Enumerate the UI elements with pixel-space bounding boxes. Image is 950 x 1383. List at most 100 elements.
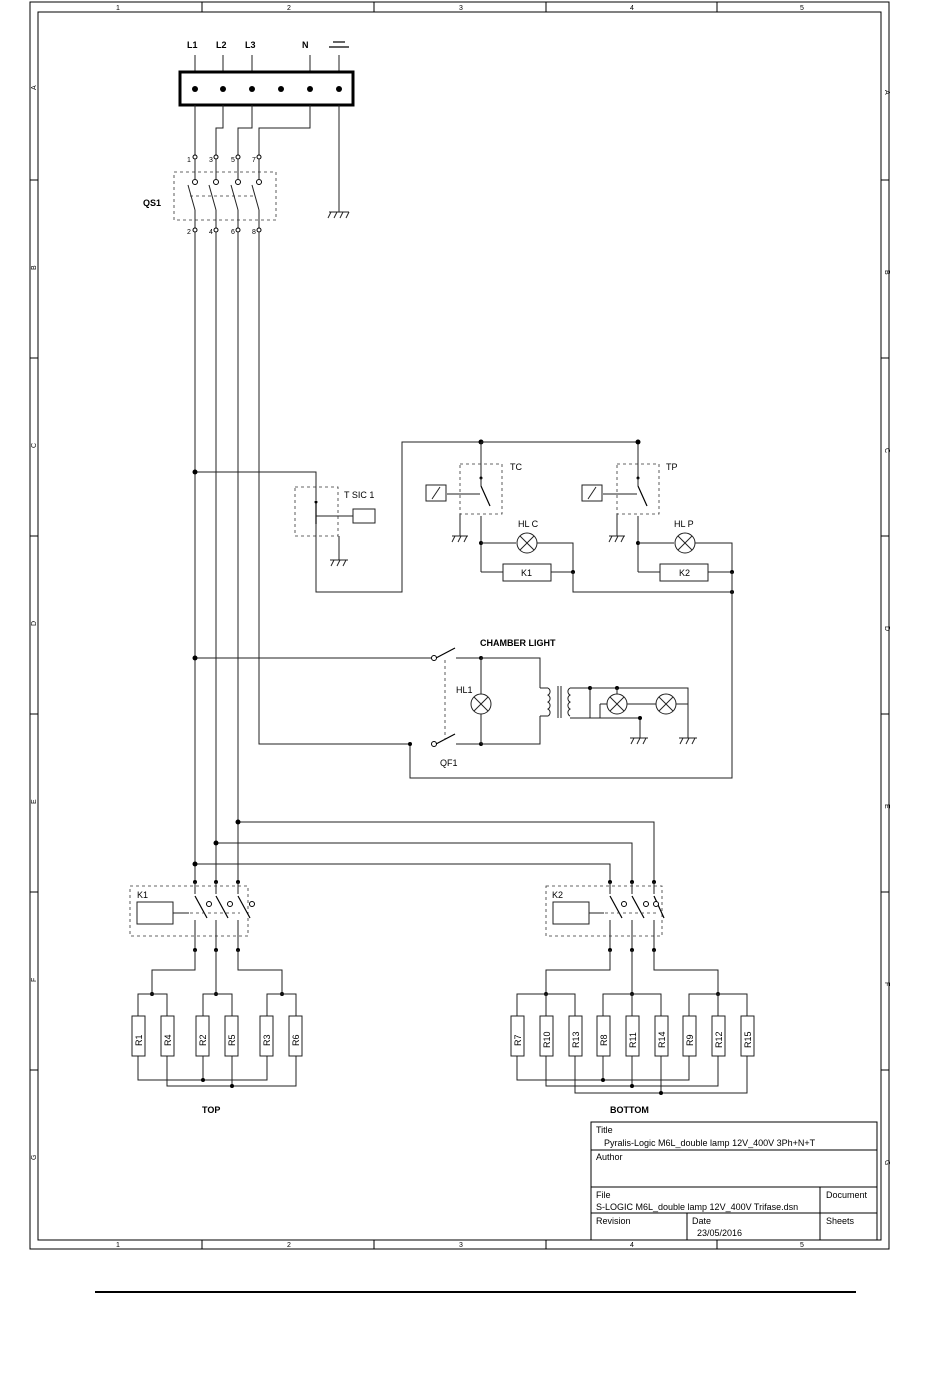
ground-icon [608, 535, 625, 543]
col-label-bottom: 5 [800, 1242, 804, 1249]
sheets-label: Sheets [826, 1216, 855, 1226]
hlp-lamp-icon [674, 532, 696, 554]
supply-terminal-block: L1 L2 L3 N [178, 40, 355, 107]
k2-feeders [192, 819, 655, 882]
k1-label: K1 [137, 890, 148, 900]
ground-icon [330, 559, 348, 567]
hlc-lamp-icon [516, 532, 538, 554]
resistor-label: R2 [198, 1034, 208, 1046]
k1-coil-label: K1 [521, 568, 532, 578]
col-label-top: 4 [630, 5, 634, 12]
pin-label: 7 [252, 157, 256, 164]
terminal-label-l1: L1 [187, 40, 198, 50]
resistor-label: R13 [571, 1031, 581, 1048]
main-buses [194, 232, 410, 882]
ground-icon [451, 535, 468, 543]
k2-contactor: K2 [545, 880, 665, 952]
author-label: Author [596, 1152, 623, 1162]
terminal-label-l3: L3 [245, 40, 256, 50]
k2-coil-label: K2 [679, 568, 690, 578]
hl1-lamp-icon [470, 693, 492, 715]
tp-label: TP [666, 462, 678, 472]
hlp-label: HL P [674, 519, 694, 529]
col-label-top: 3 [459, 5, 463, 12]
resistor-label: R10 [542, 1031, 552, 1048]
ground-icon [630, 737, 648, 745]
pin-label: 1 [187, 157, 191, 164]
date-label: Date [692, 1216, 711, 1226]
col-label-bottom: 4 [630, 1242, 634, 1249]
qs1-label: QS1 [143, 198, 161, 208]
date-value: 23/05/2016 [697, 1228, 742, 1238]
file-value: S-LOGIC M6L_double lamp 12V_400V Trifase… [596, 1202, 798, 1212]
col-label-bottom: 2 [287, 1242, 291, 1249]
col-label-bottom: 1 [116, 1242, 120, 1249]
tsic-label: T SIC 1 [344, 490, 374, 500]
revision-label: Revision [596, 1216, 631, 1226]
row-label-left: D [31, 621, 38, 626]
lamp-icon [655, 693, 677, 715]
title-block: Title Pyralis-Logic M6L_double lamp 12V_… [590, 1121, 878, 1241]
file-label: File [596, 1190, 611, 1200]
resistor-label: R14 [657, 1031, 667, 1048]
resistor-label: R15 [743, 1031, 753, 1048]
bottom-label: BOTTOM [610, 1105, 649, 1115]
top-resistor-bank: R1 R4 R2 R5 R3 R6 TOP [131, 950, 303, 1115]
title-value: Pyralis-Logic M6L_double lamp 12V_400V 3… [604, 1138, 816, 1148]
row-label-right: E [883, 804, 890, 809]
footer-rule [95, 1291, 856, 1293]
title-label: Title [596, 1125, 613, 1135]
resistor-label: R5 [227, 1034, 237, 1046]
earth-icon [329, 41, 349, 48]
k2-label: K2 [552, 890, 563, 900]
row-label-left: F [31, 978, 38, 982]
col-label-bottom: 3 [459, 1242, 463, 1249]
row-label-right: G [883, 1160, 890, 1165]
k1-contactor: K1 [129, 880, 255, 952]
resistor-label: R4 [163, 1034, 173, 1046]
lamp-icon [606, 693, 628, 715]
resistor-label: R8 [599, 1034, 609, 1046]
row-label-right: F [883, 982, 890, 986]
resistor-label: R1 [134, 1034, 144, 1046]
top-label: TOP [202, 1105, 220, 1115]
resistor-label: R12 [714, 1031, 724, 1048]
row-label-left: A [31, 85, 38, 90]
row-label-right: B [883, 270, 890, 275]
hlc-label: HL C [518, 519, 539, 529]
bottom-resistor-bank: R7 R10 R13 R8 R11 R14 R9 R12 R15 BOTTOM [510, 950, 755, 1115]
row-label-left: E [31, 799, 38, 804]
pin-label: 6 [231, 229, 235, 236]
document-label: Document [826, 1190, 868, 1200]
pin-label: 5 [231, 157, 235, 164]
pin-label: 4 [209, 229, 213, 236]
pin-label: 3 [209, 157, 213, 164]
qs1-isolator: QS1 1 3 5 7 2 4 6 8 [143, 154, 277, 236]
qf1-label: QF1 [440, 758, 458, 768]
col-label-top: 1 [116, 5, 120, 12]
pin-label: 8 [252, 229, 256, 236]
hl1-label: HL1 [456, 685, 473, 695]
row-label-right: A [883, 90, 890, 95]
resistor-label: R7 [513, 1034, 523, 1046]
pin-label: 2 [187, 229, 191, 236]
ground-icon [679, 737, 697, 745]
resistor-label: R11 [628, 1032, 638, 1048]
col-label-top: 5 [800, 5, 804, 12]
terminal-label-n: N [302, 40, 309, 50]
resistor-label: R9 [685, 1034, 695, 1046]
feeder-wires [194, 105, 350, 219]
col-label-top: 2 [287, 5, 291, 12]
tc-label: TC [510, 462, 522, 472]
chamber-light-circuit: CHAMBER LIGHT QF1 HL1 [192, 638, 697, 768]
transformer-icon [540, 686, 572, 718]
row-label-left: G [31, 1155, 38, 1160]
terminal-label-l2: L2 [216, 40, 227, 50]
control-circuit: T SIC 1 TC [192, 439, 734, 779]
drawing-frame: 1 2 3 4 5 1 2 3 4 5 A B C D E F G A B C … [29, 1, 890, 1250]
resistor-label: R6 [291, 1034, 301, 1046]
row-label-left: B [31, 265, 38, 270]
chamber-light-title: CHAMBER LIGHT [480, 638, 556, 648]
ground-icon [327, 211, 350, 219]
